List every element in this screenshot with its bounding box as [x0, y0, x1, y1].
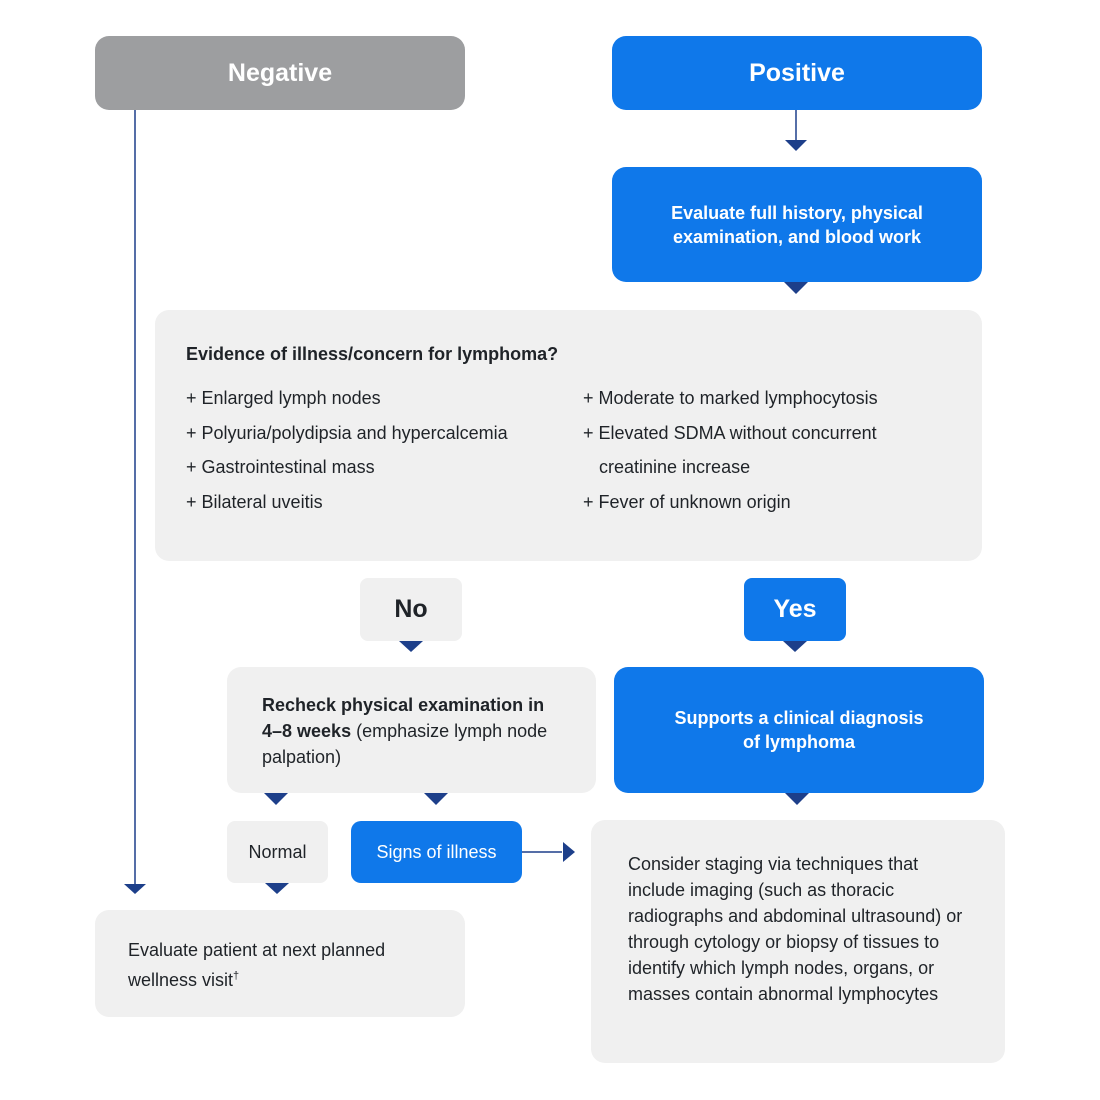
evidence-right-list: + Moderate to marked lymphocytosis + Ele…: [583, 381, 878, 520]
yes-label: Yes: [773, 595, 817, 623]
arrow-normal: [265, 883, 289, 894]
wellness-text: Evaluate patient at next planned wellnes…: [128, 940, 386, 990]
wellness-box: Evaluate patient at next planned wellnes…: [95, 910, 465, 1017]
evaluate-box: Evaluate full history, physical examinat…: [612, 167, 982, 282]
recheck-bold-text: Recheck physical examination in 4–8 week…: [262, 695, 545, 741]
no-box: No: [360, 578, 462, 641]
list-item: creatinine increase: [599, 457, 751, 478]
supports-text: Supports a clinical diagnosis of lymphom…: [674, 708, 924, 752]
dagger-footnote: †: [233, 970, 240, 982]
no-label: No: [394, 595, 428, 623]
supports-box: Supports a clinical diagnosis of lymphom…: [614, 667, 984, 793]
staging-box: Consider staging via techniques that inc…: [591, 820, 1005, 1063]
normal-box: Normal: [227, 821, 328, 883]
list-item: + Moderate to marked lymphocytosis: [583, 388, 878, 408]
arrow-positive: [785, 140, 807, 151]
recheck-rest-text: (emphasize lymph node palpation): [262, 721, 548, 767]
positive-label: Positive: [749, 58, 845, 87]
signs-label: Signs of illness: [376, 841, 497, 862]
list-item: + Enlarged lymph nodes: [186, 388, 381, 408]
recheck-box: Recheck physical examination in 4–8 week…: [227, 667, 596, 793]
arrow-evaluate: [784, 282, 808, 294]
arrow-recheck-normal: [264, 793, 288, 805]
recheck-text: Recheck physical examination in 4–8 week…: [262, 692, 562, 770]
evidence-panel: Evidence of illness/concern for lymphoma…: [155, 310, 982, 561]
list-item: + Fever of unknown origin: [583, 492, 791, 513]
signs-box: Signs of illness: [351, 821, 522, 883]
arrow-supports: [785, 793, 809, 805]
evidence-left-list: + Enlarged lymph nodes + Polyuria/polydi…: [186, 381, 508, 520]
wellness-text-block: Evaluate patient at next planned wellnes…: [128, 937, 428, 993]
evidence-title: Evidence of illness/concern for lymphoma…: [186, 344, 559, 364]
list-item: + Bilateral uveitis: [186, 492, 323, 513]
arrow-signs: [563, 842, 575, 862]
yes-box: Yes: [744, 578, 846, 641]
list-item: + Polyuria/polydipsia and hypercalcemia: [186, 422, 508, 443]
negative-label: Negative: [227, 58, 333, 87]
positive-box: Positive: [612, 36, 982, 110]
arrow-recheck-signs: [424, 793, 448, 805]
normal-label: Normal: [248, 841, 307, 862]
negative-box: Negative: [95, 36, 465, 110]
list-item: + Elevated SDMA without concurrent: [583, 422, 877, 443]
arrow-no: [399, 641, 423, 652]
list-item: + Gastrointestinal mass: [186, 457, 375, 478]
arrow-negative: [124, 884, 146, 894]
arrow-yes: [783, 641, 807, 652]
evaluate-text: Evaluate full history, physical examinat…: [671, 202, 923, 247]
staging-text: Consider staging via techniques that inc…: [628, 854, 963, 1004]
